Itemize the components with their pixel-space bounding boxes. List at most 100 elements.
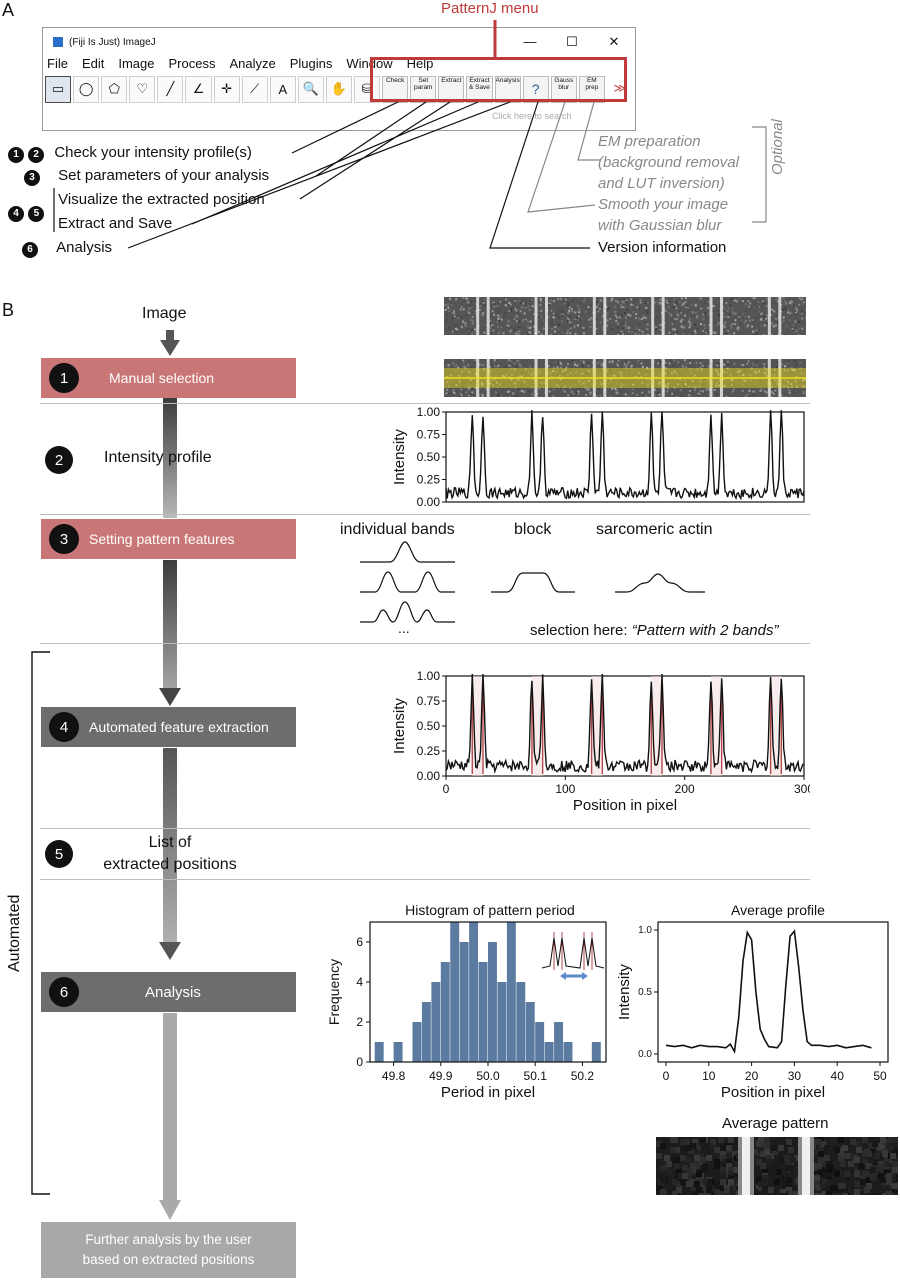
- noise-dot: [589, 391, 592, 394]
- noise-dot: [790, 383, 793, 386]
- pattern-pixel: [786, 1185, 792, 1191]
- noise-dot: [724, 317, 727, 320]
- noise-dot: [774, 379, 777, 382]
- noise-dot: [513, 328, 516, 331]
- noise-dot: [513, 382, 516, 385]
- angle-tool-icon[interactable]: ∠: [185, 75, 212, 103]
- noise-dot: [553, 311, 556, 314]
- stripe-band: [476, 297, 480, 335]
- step-6-number: 6: [49, 977, 79, 1007]
- noise-dot: [540, 299, 543, 302]
- noise-dot: [766, 314, 769, 317]
- noise-dot: [582, 381, 585, 384]
- noise-dot: [453, 392, 456, 395]
- histogram-bar: [535, 1022, 545, 1062]
- pattern-pixel: [720, 1155, 726, 1161]
- noise-dot: [673, 302, 676, 305]
- magnifier-tool-icon[interactable]: 🔍: [297, 75, 324, 103]
- pattern-pixel: [794, 1191, 800, 1195]
- noise-dot: [558, 385, 561, 388]
- noise-dot: [625, 366, 628, 369]
- menu-analyze[interactable]: Analyze: [229, 56, 276, 71]
- noise-dot: [686, 310, 689, 313]
- noise-dot: [676, 330, 679, 333]
- noise-dot: [531, 321, 534, 324]
- noise-dot: [699, 375, 702, 378]
- hand-tool-icon[interactable]: ✋: [325, 75, 353, 103]
- pattern-pixel: [822, 1193, 828, 1195]
- gauss-blur-button[interactable]: Gauss blur: [550, 75, 577, 103]
- noise-dot: [521, 306, 524, 309]
- menu-image[interactable]: Image: [118, 56, 155, 71]
- noise-dot: [798, 297, 801, 300]
- pattern-pixel: [874, 1153, 880, 1159]
- wand-tool-icon[interactable]: ⟋: [241, 75, 268, 103]
- line-tool-icon[interactable]: ╱: [157, 75, 184, 103]
- menu-edit[interactable]: Edit: [81, 56, 105, 71]
- noise-dot: [753, 317, 756, 320]
- noise-dot: [754, 375, 757, 378]
- pattern-band-edge: [738, 1137, 742, 1195]
- freehand-tool-icon[interactable]: ♡: [129, 75, 156, 103]
- noise-dot: [595, 301, 598, 304]
- noise-dot: [622, 380, 625, 383]
- em-prep-button[interactable]: EM prep: [578, 75, 605, 103]
- noise-dot: [744, 308, 747, 311]
- noise-dot: [738, 369, 741, 372]
- point-tool-icon[interactable]: ✛: [213, 75, 240, 103]
- noise-dot: [727, 316, 730, 319]
- close-icon[interactable]: ✕: [608, 34, 620, 49]
- noise-dot: [624, 323, 627, 326]
- menu-process[interactable]: Process: [168, 56, 216, 71]
- oval-tool-icon[interactable]: ◯: [73, 75, 100, 103]
- pattern-pixel: [716, 1181, 722, 1187]
- menu-plugins[interactable]: Plugins: [289, 56, 333, 71]
- text-tool-icon[interactable]: A: [269, 75, 296, 103]
- analysis-button[interactable]: Analysis: [494, 75, 521, 103]
- noise-dot: [792, 324, 795, 327]
- polygon-tool-icon[interactable]: ⬠: [101, 75, 128, 103]
- check-profile-button[interactable]: Check: [382, 75, 409, 103]
- more-tools-icon[interactable]: ≫: [613, 80, 627, 95]
- set-param-button[interactable]: Set param: [410, 75, 437, 103]
- check-profile-text: Check your intensity profile(s): [54, 144, 252, 161]
- noise-dot: [766, 384, 769, 387]
- noise-dot: [641, 365, 644, 368]
- noise-dot: [574, 318, 577, 321]
- pattern-pixel: [758, 1185, 764, 1191]
- noise-dot: [529, 326, 532, 329]
- noise-dot: [637, 367, 640, 370]
- version-info-button[interactable]: ?: [522, 75, 549, 103]
- noise-dot: [464, 362, 467, 365]
- stripe-band: [592, 297, 596, 335]
- noise-dot: [770, 379, 773, 382]
- minimize-icon[interactable]: —: [523, 34, 537, 49]
- rectangle-tool-icon[interactable]: ▭: [45, 75, 72, 103]
- noise-dot: [731, 307, 734, 310]
- maximize-icon[interactable]: ☐: [566, 34, 578, 49]
- y-axis-label: Intensity: [391, 429, 408, 485]
- noise-dot: [805, 386, 806, 389]
- noise-dot: [654, 317, 657, 320]
- noise-dot: [683, 378, 686, 381]
- noise-dot: [528, 370, 531, 373]
- noise-dot: [723, 315, 726, 318]
- microscope-tool-icon[interactable]: ⛁: [354, 75, 381, 103]
- noise-dot: [741, 389, 744, 392]
- noise-dot: [497, 330, 500, 333]
- extract-button[interactable]: Extract: [438, 75, 465, 103]
- extract-save-button[interactable]: Extract & Save: [466, 75, 493, 103]
- menu-file[interactable]: File: [47, 56, 68, 71]
- noise-dot: [615, 388, 618, 391]
- search-input[interactable]: Click here to search: [492, 111, 572, 121]
- noise-dot: [451, 330, 454, 333]
- noise-dot: [444, 308, 447, 311]
- pattern-pixel: [720, 1173, 726, 1179]
- noise-dot: [698, 393, 701, 396]
- noise-dot: [510, 321, 513, 324]
- pattern-pixel: [656, 1153, 662, 1159]
- noise-dot: [483, 331, 486, 334]
- noise-dot: [470, 300, 473, 303]
- pattern-pixel: [892, 1183, 898, 1189]
